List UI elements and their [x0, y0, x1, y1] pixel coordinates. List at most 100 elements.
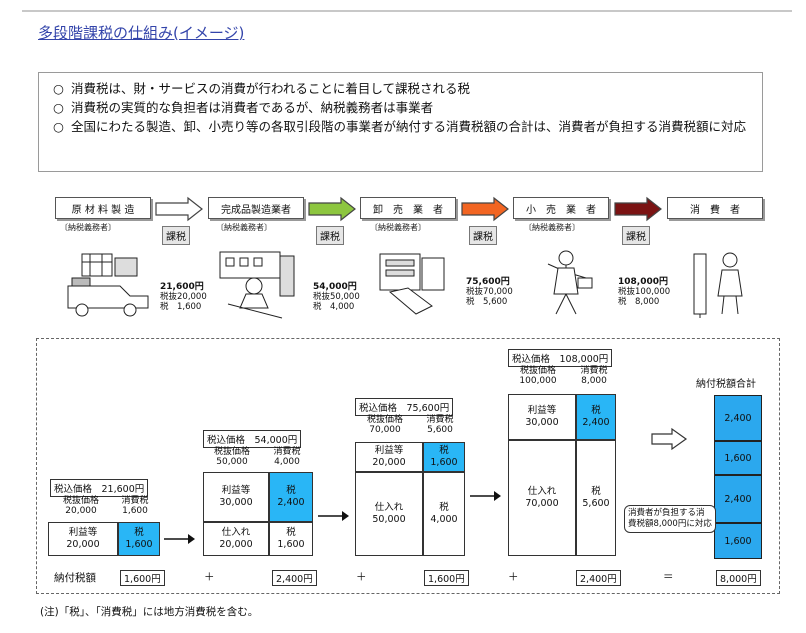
profit-label: 利益等: [68, 527, 98, 538]
tax-cell-value: 1,600: [125, 539, 153, 550]
price-header: 税込価格 75,600円: [355, 398, 454, 416]
input-label: 仕入れ: [221, 527, 251, 538]
total-title: 納付税額合計: [696, 379, 756, 390]
tax-breakdown-panel: [36, 338, 780, 594]
arrow-right-icon: [308, 196, 356, 222]
total-segment: 2,400: [714, 475, 762, 523]
summary-item: ○消費税は、財・サービスの消費が行われることに着目して課税される税: [53, 79, 748, 98]
consumer-callout: 消費者が負担する消費税額8,000円に対応: [624, 505, 716, 533]
arrow-right-icon: [470, 491, 501, 501]
flow-line2: 税 8,000: [618, 297, 660, 307]
factory-illustration-icon: [67, 253, 149, 317]
input-value: 20,000: [219, 539, 253, 550]
tax-cell-value: 1,600: [430, 457, 458, 468]
net-value: 20,000: [65, 506, 97, 516]
flow-line2: 税 5,600: [466, 297, 508, 307]
tax-label: 課税: [469, 226, 497, 245]
stage-raw-material: 原 材 料 製 造: [55, 197, 151, 219]
net-value: 50,000: [216, 457, 248, 467]
tax-value: 1,600: [122, 506, 148, 516]
payment-amount: 2,400円: [272, 570, 317, 586]
flow-price: 108,000円: [618, 277, 668, 287]
input-tax-value: 4,000: [430, 514, 458, 525]
tax-value: 8,000: [581, 376, 607, 386]
input-label: 仕入れ: [527, 486, 557, 497]
flow-line1: 税抜100,000: [618, 287, 671, 297]
flow-line2: 税 4,000: [313, 302, 355, 312]
net-label: 税抜価格: [62, 496, 99, 506]
input-value: 70,000: [525, 498, 559, 509]
tax-label: 課税: [316, 226, 344, 245]
summary-box: ○消費税は、財・サービスの消費が行われることに着目して課税される税 ○ 消費税の実…: [38, 72, 763, 172]
stage-retailer: 小 売 業 者: [513, 197, 609, 219]
price-header: 税込価格 21,600円: [50, 479, 149, 497]
tax-label: 課税: [622, 226, 650, 245]
summary-text: 消費税の実質的な負担者は消費者であるが、納税義務者は事業者: [71, 100, 434, 115]
flow-amount: 75,600円 税抜70,000 税 5,600: [466, 277, 513, 307]
total-segment: 1,600: [714, 441, 762, 475]
flow-line1: 税抜50,000: [313, 292, 360, 302]
manufacturer-illustration-icon: [219, 251, 295, 319]
stage-consumer: 消 費 者: [667, 197, 763, 219]
tax-value: 5,600: [427, 425, 453, 435]
input-label: 仕入れ: [374, 502, 404, 513]
net-value: 70,000: [369, 425, 401, 435]
retailer-illustration-icon: [547, 250, 593, 315]
profit-label: 利益等: [374, 445, 404, 456]
plus-sign: ＋: [508, 571, 519, 583]
flow-line1: 税抜70,000: [466, 287, 513, 297]
stage-wholesaler: 卸 売 業 者: [360, 197, 456, 219]
summary-item: ○ 消費税の実質的な負担者は消費者であるが、納税義務者は事業者: [53, 98, 748, 117]
stage-manufacturer: 完成品製造業者: [208, 197, 304, 219]
price-header: 税込価格 54,000円: [203, 430, 302, 448]
profit-label: 利益等: [221, 485, 251, 496]
stage-sub: 〔納税義務者〕: [216, 223, 272, 232]
payment-amount: 2,400円: [576, 570, 621, 586]
circle-bullet-icon: ○: [53, 100, 64, 115]
profit-label: 利益等: [527, 405, 557, 416]
input-tax-value: 5,600: [582, 498, 610, 509]
flow-price: 54,000円: [313, 282, 357, 292]
plus-sign: ＋: [204, 571, 215, 583]
tax-cell-label: 税: [439, 445, 449, 456]
equals-sign: ＝: [663, 571, 674, 583]
profit-value: 20,000: [372, 457, 406, 468]
tax-label: 消費税: [580, 366, 608, 376]
plus-sign: ＋: [356, 571, 367, 583]
total-segment: 1,600: [714, 523, 762, 559]
tax-cell-label: 税: [286, 485, 296, 496]
top-divider: [22, 10, 792, 12]
summary-text: 全国にわたる製造、卸、小売り等の各取引段階の事業者が納付する消費税額の合計は、消…: [71, 119, 747, 134]
total-stack: 2,400 1,600 2,400 1,600: [714, 395, 762, 559]
stage-sub: 〔納税義務者〕: [370, 223, 426, 232]
tax-label: 消費税: [121, 496, 149, 506]
input-tax-label: 税: [591, 486, 601, 497]
stage-sub: 〔納税義務者〕: [524, 223, 580, 232]
arrow-right-icon: [614, 196, 662, 222]
arrow-right-icon: [164, 534, 195, 544]
input-tax-label: 税: [286, 527, 296, 538]
profit-value: 20,000: [66, 539, 100, 550]
net-label: 税抜価格: [213, 447, 250, 457]
circle-bullet-icon: ○: [53, 81, 64, 96]
stage-sub: 〔納税義務者〕: [60, 223, 116, 232]
summary-item: ○全国にわたる製造、卸、小売り等の各取引段階の事業者が納付する消費税額の合計は、…: [53, 117, 748, 136]
tax-cell-label: 税: [591, 405, 601, 416]
arrow-right-icon: [651, 427, 688, 451]
tax-label: 課税: [162, 226, 190, 245]
